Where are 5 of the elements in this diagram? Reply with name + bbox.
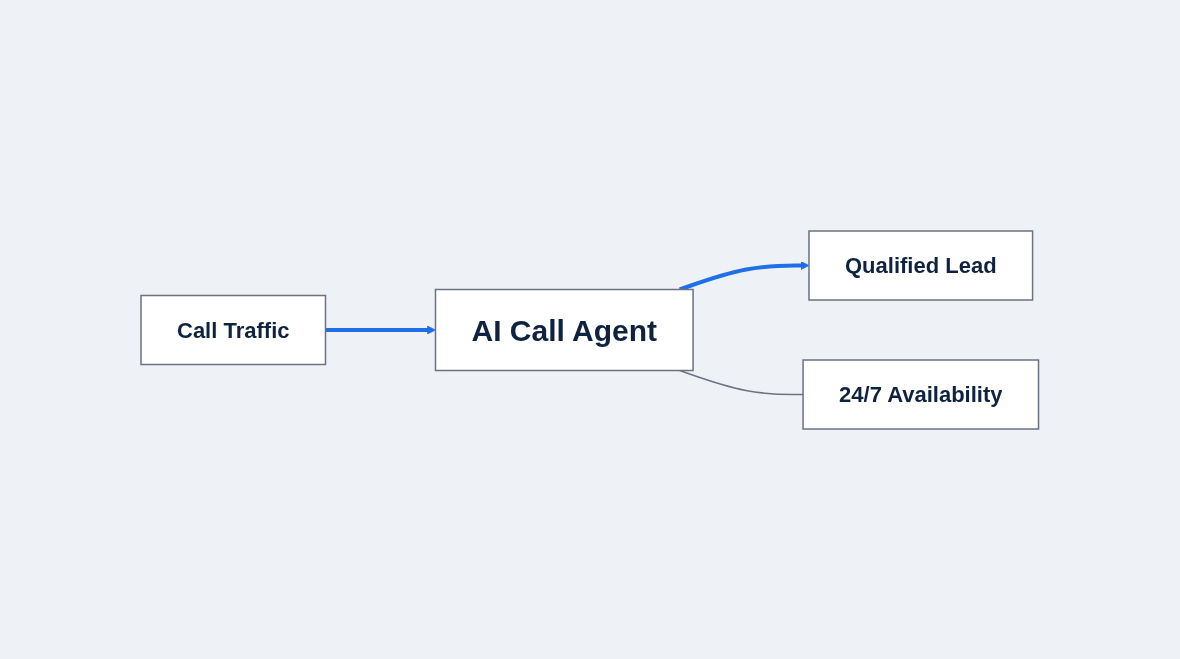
node-box: AI Call Agent [434,288,695,371]
arrow [679,260,810,291]
node-box: 24/7 Availability [802,358,1040,430]
node-box: Call Traffic [140,294,327,365]
node-box: Qualified Lead [808,229,1034,301]
